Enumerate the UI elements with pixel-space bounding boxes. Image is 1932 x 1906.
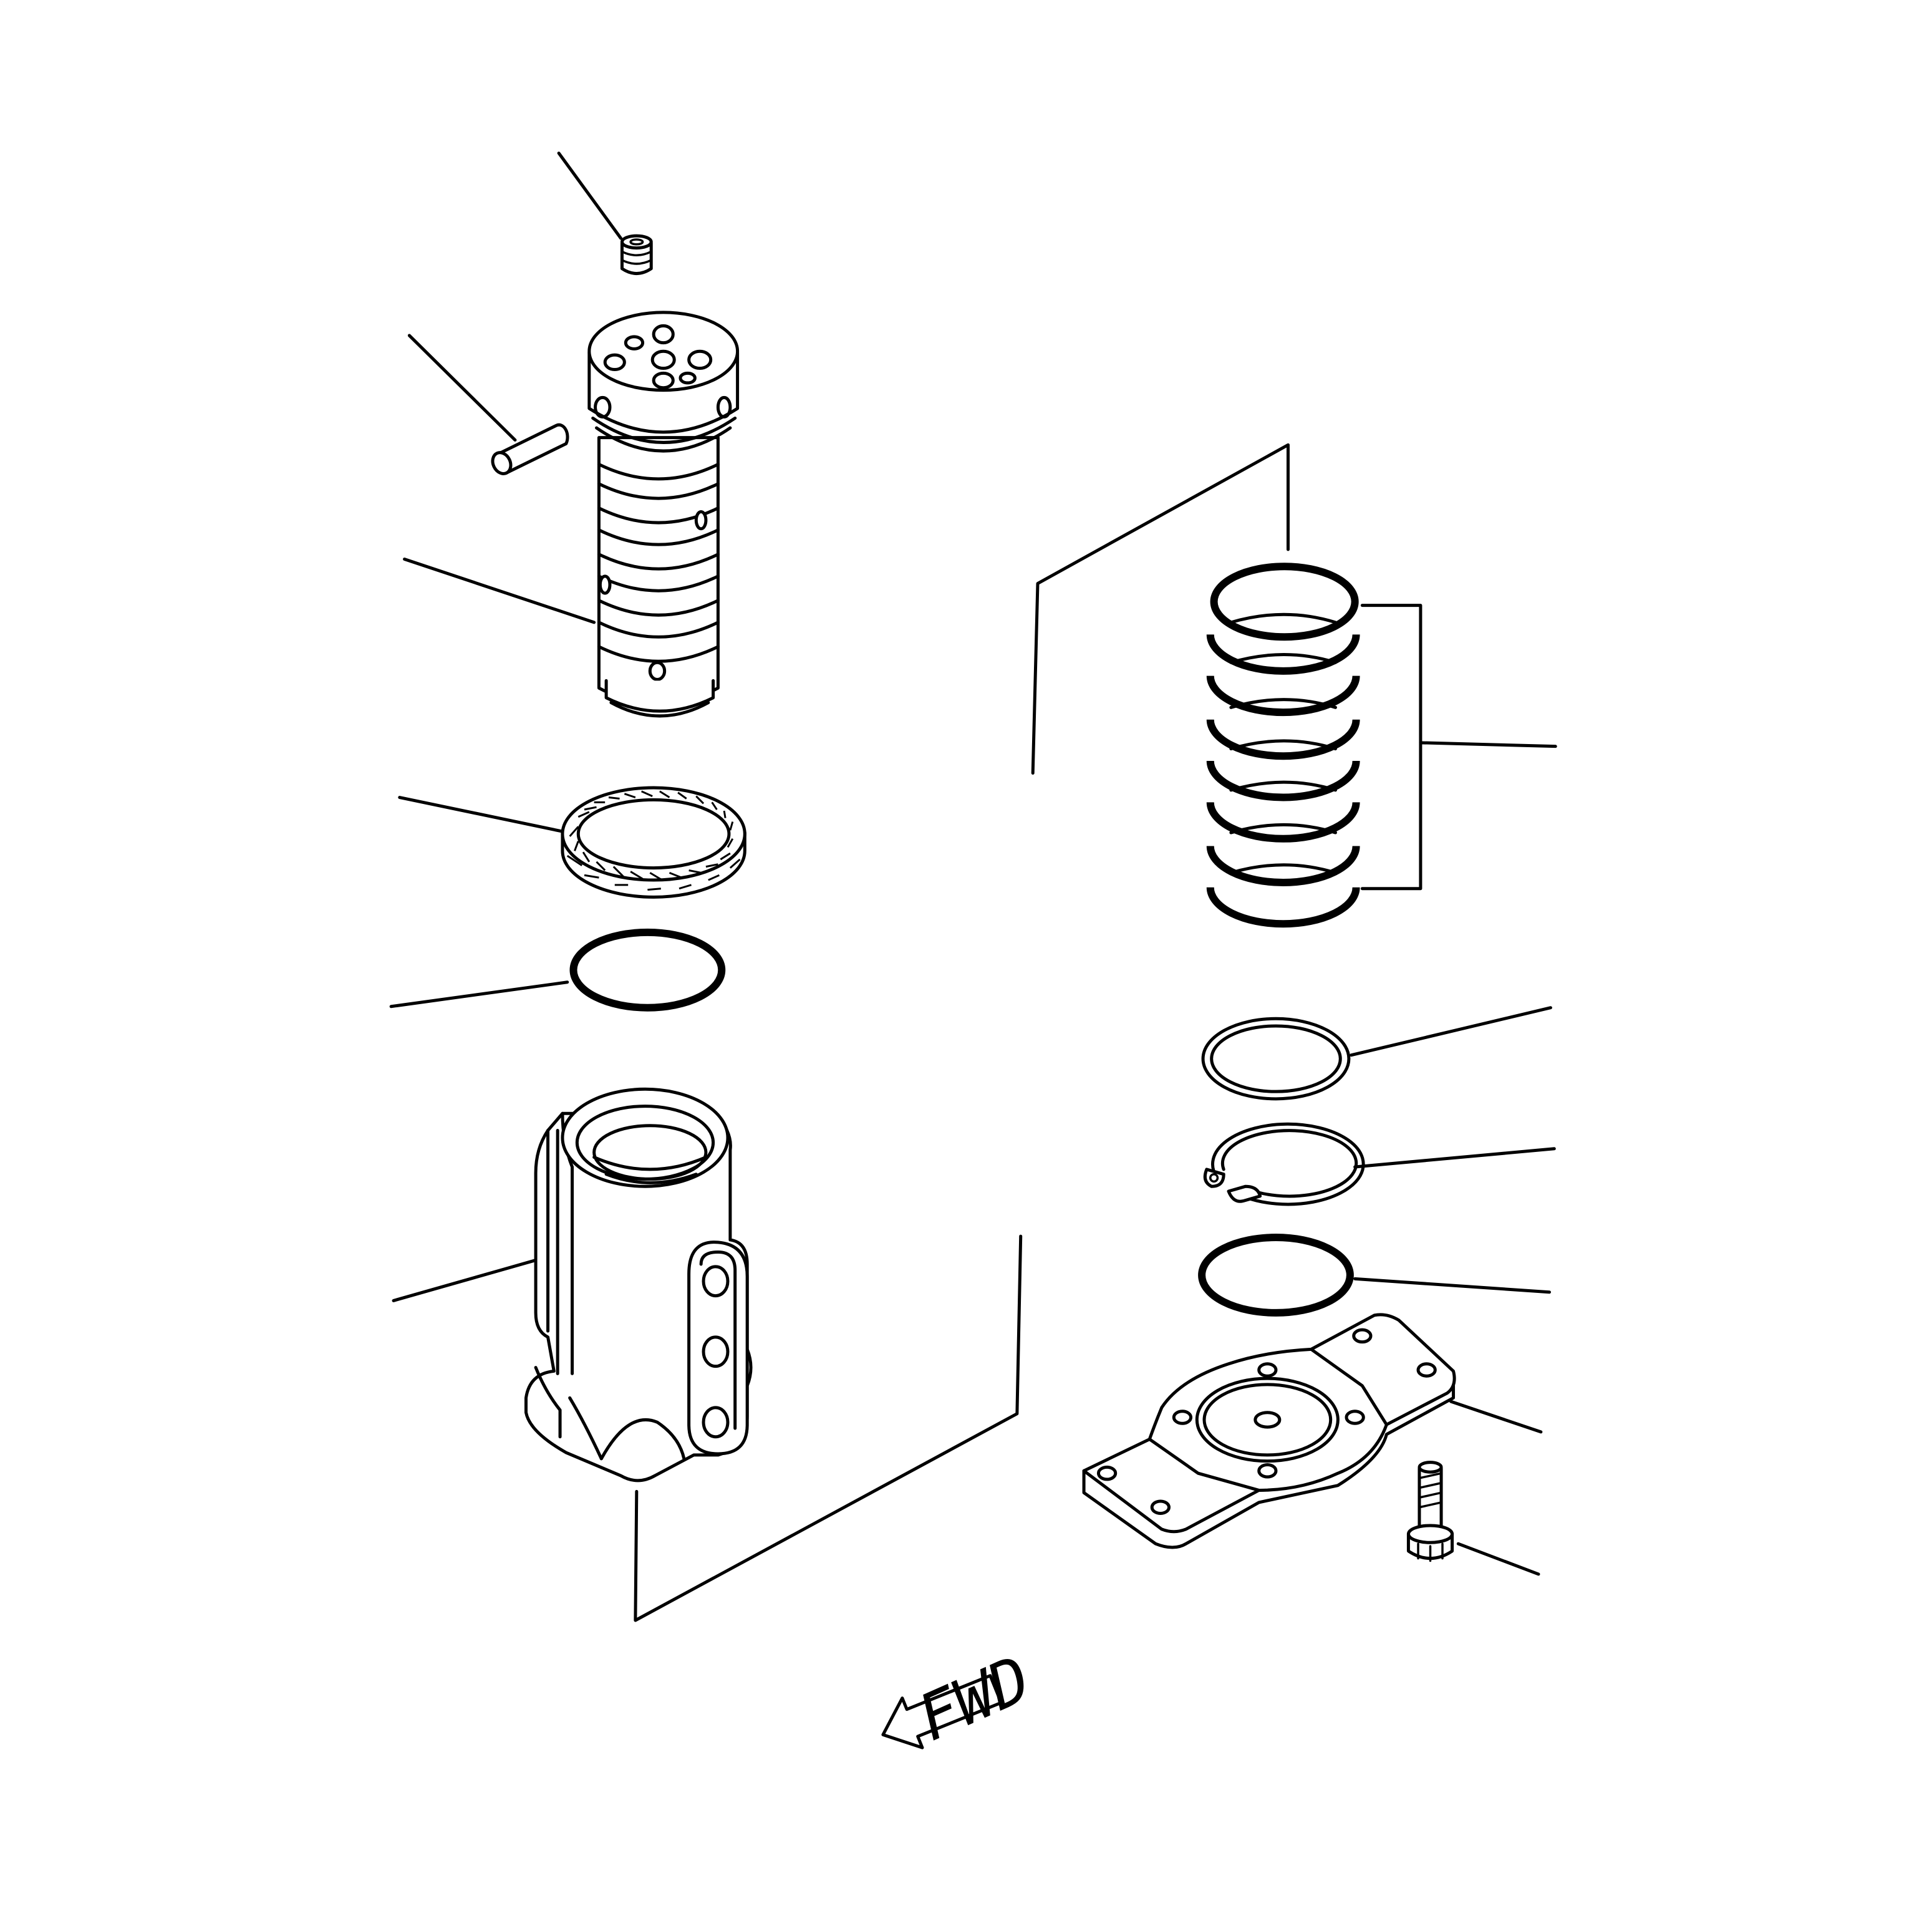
plug (622, 236, 651, 273)
leader-o-ring (391, 982, 568, 1007)
leader-body-group (635, 1236, 1021, 1620)
leader-seal-rings (1421, 743, 1555, 747)
leader-seal-rings-bracket (1362, 606, 1421, 889)
backup-ring (1203, 1018, 1349, 1099)
left-arrow-icon (873, 1665, 1006, 1760)
leader-o-ring-lower (1355, 1279, 1550, 1292)
pin (490, 425, 568, 476)
leader-ring (400, 798, 563, 832)
leader-seal-rings-group (1033, 445, 1288, 773)
snap-ring (1205, 1124, 1363, 1204)
leader-swivel-body (394, 1260, 534, 1300)
leader-plug (559, 153, 621, 238)
cover-plate (1084, 1315, 1454, 1547)
bolt (1408, 1463, 1452, 1561)
leader-cover-plate (1451, 1401, 1541, 1432)
o-ring (573, 932, 722, 1008)
leader-pin (409, 336, 515, 440)
leader-backup-ring (1351, 1008, 1551, 1055)
ring (563, 788, 745, 897)
fwd-direction-marker: FWD (873, 1642, 1041, 1760)
leader-bolt (1458, 1544, 1538, 1574)
o-ring-lower (1202, 1237, 1350, 1313)
leader-lines (391, 153, 1555, 1620)
fwd-label: FWD (907, 1642, 1041, 1755)
swivel-body (526, 1089, 751, 1481)
rotor-shaft (589, 312, 738, 716)
seal-rings (1210, 566, 1356, 924)
leader-snap-ring (1355, 1149, 1555, 1167)
leader-rotor-shaft (405, 559, 594, 622)
